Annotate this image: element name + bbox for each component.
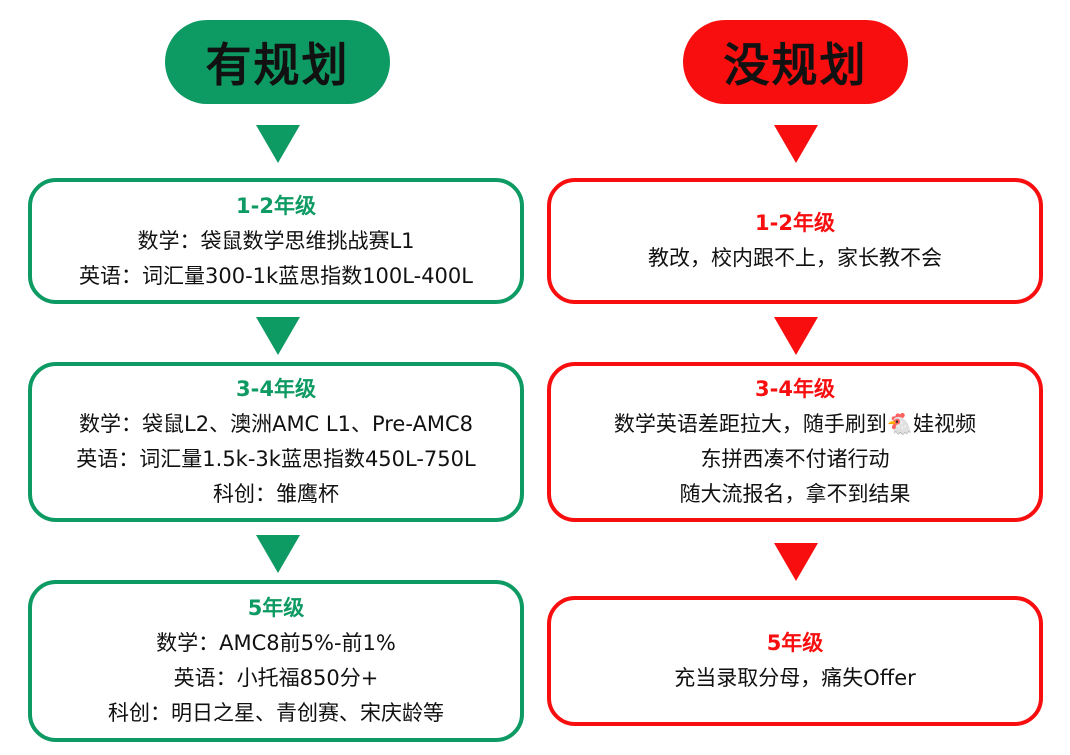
plan-stage-3-line-2: 英语：小托福850分+ xyxy=(173,666,379,690)
no-plan-stage-3-line-1: 充当录取分母，痛失Offer xyxy=(674,666,916,690)
plan-arrow-3 xyxy=(256,535,300,573)
plan-arrow-2 xyxy=(256,317,300,355)
no-plan-stage-2-line-3: 随大流报名，拿不到结果 xyxy=(679,482,911,506)
plan-stage-2-line-2: 英语：词汇量1.5k-3k蓝思指数450L-750L xyxy=(76,447,476,471)
plan-stage-2-grade: 3-4年级 xyxy=(236,377,316,401)
plan-stage-3-line-3: 科创：明日之星、青创赛、宋庆龄等 xyxy=(108,701,444,725)
no-plan-stage-3: 5年级 充当录取分母，痛失Offer xyxy=(547,596,1043,726)
no-plan-stage-2: 3-4年级 数学英语差距拉大，随手刷到🐔娃视频 东拼西凑不付诸行动 随大流报名，… xyxy=(547,362,1043,522)
plan-stage-2-line-3: 科创：雏鹰杯 xyxy=(213,482,339,506)
no-plan-stage-1-grade: 1-2年级 xyxy=(755,211,835,235)
plan-stage-3-line-1: 数学：AMC8前5%-前1% xyxy=(156,631,396,655)
plan-stage-3-grade: 5年级 xyxy=(247,596,305,620)
no-plan-stage-3-grade: 5年级 xyxy=(766,631,824,655)
plan-stage-2: 3-4年级 数学：袋鼠L2、澳洲AMC L1、Pre-AMC8 英语：词汇量1.… xyxy=(28,362,524,522)
plan-stage-1-grade: 1-2年级 xyxy=(236,193,316,218)
plan-stage-1: 1-2年级 数学：袋鼠数学思维挑战赛L1 英语：词汇量300-1k蓝思指数100… xyxy=(28,178,524,304)
no-plan-arrow-3 xyxy=(774,543,818,581)
no-plan-stage-1: 1-2年级 教改，校内跟不上，家长教不会 xyxy=(547,178,1043,304)
no-plan-title: 没规划 xyxy=(683,20,908,104)
no-plan-stage-2-grade: 3-4年级 xyxy=(755,377,835,401)
no-plan-stage-1-line-1: 教改，校内跟不上，家长教不会 xyxy=(648,246,942,270)
no-plan-arrow-1 xyxy=(774,125,818,163)
plan-stage-1-line-1: 数学：袋鼠数学思维挑战赛L1 xyxy=(137,228,415,253)
plan-arrow-1 xyxy=(256,125,300,163)
plan-stage-3: 5年级 数学：AMC8前5%-前1% 英语：小托福850分+ 科创：明日之星、青… xyxy=(28,580,524,742)
no-plan-arrow-2 xyxy=(774,317,818,355)
plan-stage-1-line-2: 英语：词汇量300-1k蓝思指数100L-400L xyxy=(79,263,473,288)
no-plan-stage-2-line-2: 东拼西凑不付诸行动 xyxy=(700,447,890,471)
no-plan-stage-2-line-1: 数学英语差距拉大，随手刷到🐔娃视频 xyxy=(613,412,977,436)
plan-stage-2-line-1: 数学：袋鼠L2、澳洲AMC L1、Pre-AMC8 xyxy=(79,412,473,436)
plan-title: 有规划 xyxy=(165,20,390,104)
